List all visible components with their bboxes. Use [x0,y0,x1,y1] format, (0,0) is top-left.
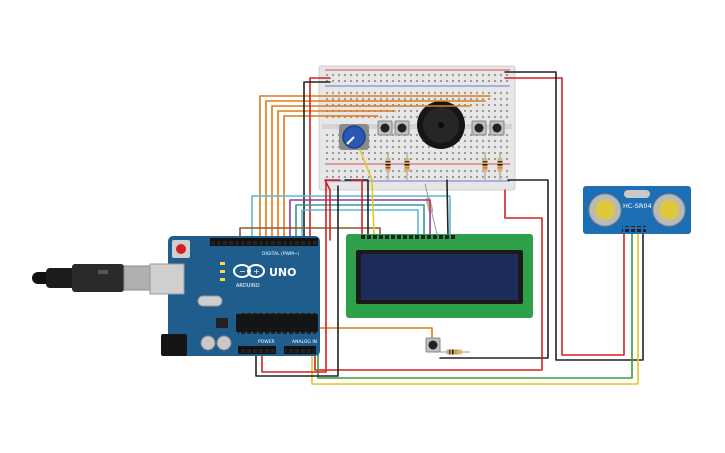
arduino-uno[interactable]: − + UNO ARDUINO DIGITAL (PWM~) POWER ANA… [32,236,320,356]
resistor-bb-3 [482,152,488,180]
pushbutton-1[interactable] [377,120,393,136]
wire-red-bottom [261,179,341,373]
arduino-logo-text: ARDUINO [236,283,260,289]
resistor-bb-2 [404,152,410,180]
wire-red-power [324,179,331,241]
arduino-model-text: UNO [269,266,297,279]
wire-black-right [439,179,549,359]
usb-cable [32,264,151,292]
wire-green-sensor [317,231,633,379]
wire-cyan-2 [301,209,419,239]
wire-red-top [309,77,331,239]
potentiometer[interactable] [339,124,369,150]
svg-text:−: − [239,267,246,276]
resistor-bb-1 [385,152,391,180]
wire-black-lcd-right [446,179,449,237]
wire-orange-5 [283,115,379,239]
wire-purple [289,199,431,239]
digital-header-label: DIGITAL (PWM~) [262,251,300,257]
pushbutton-3[interactable] [471,120,487,136]
resistor-bottom [440,349,470,355]
wire-black-bottom [255,185,339,377]
wire-red-right [314,189,543,371]
piezo-buzzer[interactable] [417,101,465,149]
pushbutton-4[interactable] [489,120,505,136]
wire-black-rail [504,71,644,361]
wire-teal [295,204,425,239]
arduino-logo: − + [233,264,265,278]
resistor-lcd-backlight [424,183,438,235]
wire-red-rail [504,77,625,356]
wire-brown [239,227,381,239]
pushbutton-bottom[interactable] [425,337,441,353]
ultrasonic-sensor[interactable]: HC-SR04 [583,186,691,234]
resistor-bb-4 [497,152,503,180]
wire-cyan-1 [251,195,451,239]
pushbutton-2[interactable] [394,120,410,136]
analog-header-label: ANALOG IN [292,339,317,345]
svg-text:+: + [253,267,260,276]
wire-yellow-sensor [311,231,639,385]
wire-orange-2 [265,100,486,239]
wire-orange-3 [271,105,471,239]
wire-orange-1 [259,95,491,239]
wire-red-lcd [351,179,363,237]
wire-black-top [303,81,331,239]
wire-yellow-pot [359,149,375,237]
lcd-16x2[interactable] [346,234,533,318]
power-header-label: POWER [258,339,275,345]
sensor-model-label: HC-SR04 [623,202,652,210]
